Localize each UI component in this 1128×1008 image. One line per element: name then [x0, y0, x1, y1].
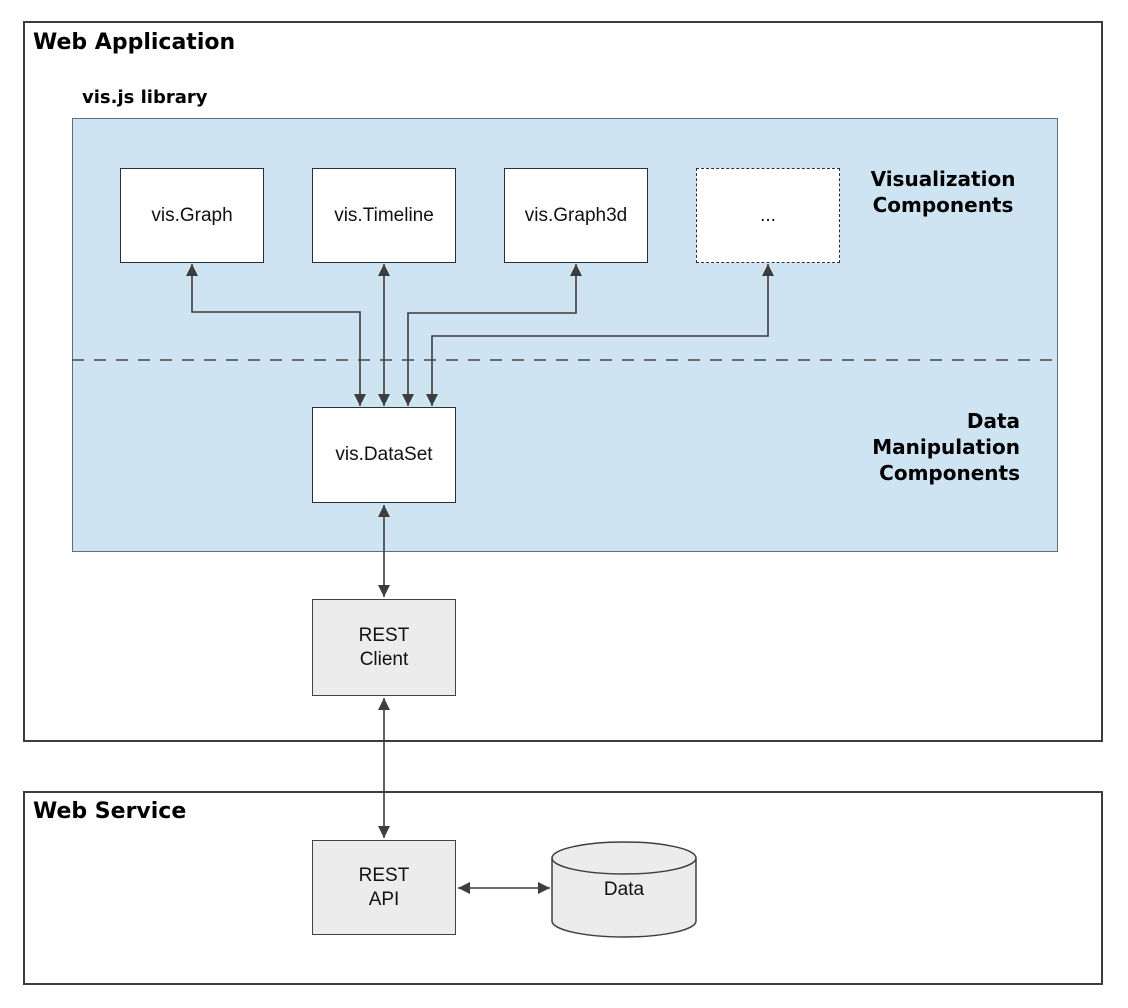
dataset-label: vis.DataSet — [335, 444, 433, 465]
rest-api-box: REST API — [312, 840, 456, 935]
web-application-frame — [23, 21, 1103, 742]
dataset-box: vis.DataSet — [312, 407, 456, 503]
ellipsis-label: ... — [760, 204, 776, 226]
component-box-vis-graph3d: vis.Graph3d — [504, 168, 648, 263]
data-cylinder-label: Data — [603, 879, 645, 900]
component-box-ellipsis: ... — [696, 168, 840, 263]
component-box-vis-timeline: vis.Timeline — [312, 168, 456, 263]
component-box-vis-graph: vis.Graph — [120, 168, 264, 263]
visjs-library-title: vis.js library — [82, 87, 208, 108]
vis-graph3d-label: vis.Graph3d — [524, 204, 628, 226]
visualization-components-label: Visualization Components — [870, 167, 1016, 217]
vis-graph-label: vis.Graph — [151, 204, 233, 226]
web-application-title: Web Application — [33, 30, 236, 55]
web-service-title: Web Service — [33, 799, 187, 824]
rest-client-label: REST Client — [358, 624, 410, 670]
data-manipulation-components-label: Data Manipulation Components — [872, 409, 1020, 485]
web-service-frame — [23, 791, 1103, 985]
vis-timeline-label: vis.Timeline — [334, 204, 434, 226]
rest-client-box: REST Client — [312, 599, 456, 696]
rest-api-label: REST API — [358, 864, 410, 910]
